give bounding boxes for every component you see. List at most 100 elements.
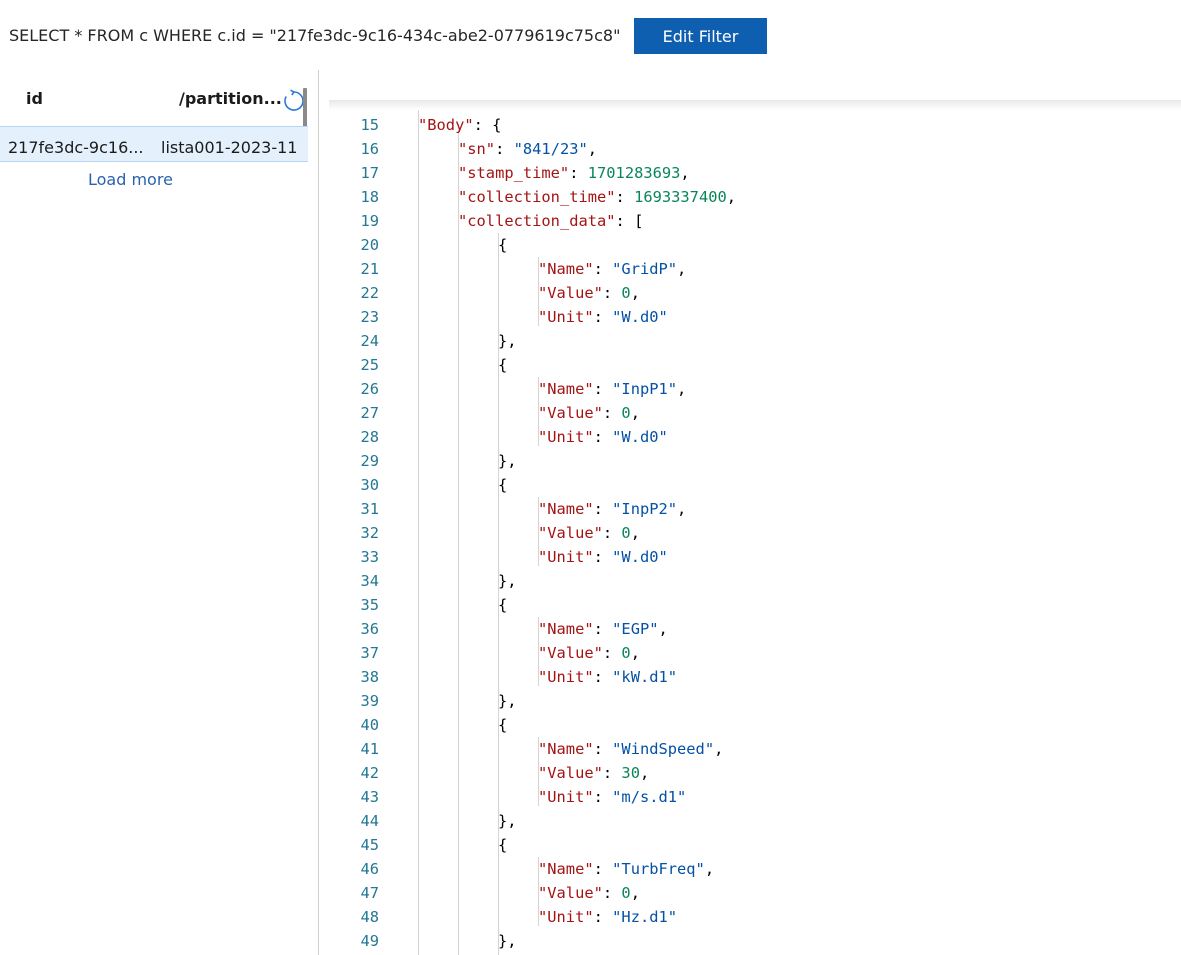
line-number: 17 — [360, 164, 379, 182]
code-text: "stamp_time": 1701283693, — [458, 161, 690, 185]
code-line: 44}, — [329, 809, 1181, 833]
code-line: 43"Unit": "m/s.d1" — [329, 785, 1181, 809]
code-text: "Value": 0, — [538, 521, 640, 545]
line-number: 33 — [360, 548, 379, 566]
code-token: "Value" — [538, 644, 603, 662]
code-line: 22"Value": 0, — [329, 281, 1181, 305]
indent-guide — [498, 233, 499, 955]
code-token: "Value" — [538, 764, 603, 782]
code-token: "m/s.d1" — [612, 788, 687, 806]
code-token: : — [593, 260, 613, 278]
json-editor[interactable]: 14"iothub-name": "iothub-assetinsight-de… — [329, 100, 1181, 955]
code-token: , — [677, 500, 687, 518]
list-scrollbar[interactable] — [303, 88, 307, 136]
code-token: : — [602, 884, 622, 902]
line-number: 24 — [360, 332, 379, 350]
code-token: : — [593, 380, 613, 398]
code-line: 42"Value": 30, — [329, 761, 1181, 785]
line-number: 23 — [360, 308, 379, 326]
code-line: 41"Name": "WindSpeed", — [329, 737, 1181, 761]
code-token: { — [498, 236, 508, 254]
edit-filter-button[interactable]: Edit Filter — [634, 18, 767, 54]
line-number: 44 — [360, 812, 379, 830]
code-text: "Value": 30, — [538, 761, 649, 785]
refresh-icon[interactable] — [282, 89, 306, 113]
line-number: 47 — [360, 884, 379, 902]
editor-top-shadow — [329, 100, 1181, 110]
code-token: "GridP" — [612, 260, 678, 278]
code-text: { — [498, 593, 507, 617]
code-text: }, — [498, 929, 517, 953]
code-line: 20{ — [329, 233, 1181, 257]
code-token: , — [639, 764, 650, 782]
row-partition-cell: lista001-2023-11 — [161, 138, 298, 157]
code-token: : — [602, 404, 622, 422]
indent-guide — [538, 857, 539, 926]
code-text: "collection_data": [ — [458, 209, 643, 233]
code-text: "Unit": "W.d0" — [538, 545, 668, 569]
indent-guide — [538, 617, 539, 686]
indent-guide — [538, 377, 539, 446]
code-text: "Name": "GridP", — [538, 257, 686, 281]
code-text: "Name": "WindSpeed", — [538, 737, 723, 761]
code-token: 0 — [621, 644, 631, 662]
code-text: "Value": 0, — [538, 281, 640, 305]
code-line: 34}, — [329, 569, 1181, 593]
code-token: "Name" — [538, 380, 594, 398]
code-text: "Unit": "kW.d1" — [538, 665, 677, 689]
code-token: : — [593, 908, 613, 926]
code-token: , — [630, 284, 640, 302]
code-token: "collection_time" — [458, 188, 616, 206]
code-text: { — [498, 353, 507, 377]
code-text: "Value": 0, — [538, 881, 640, 905]
line-number: 19 — [360, 212, 379, 230]
line-number: 21 — [360, 260, 379, 278]
code-token: "Unit" — [538, 548, 594, 566]
code-token: : — [593, 620, 613, 638]
line-number: 15 — [360, 116, 379, 134]
code-text: "Unit": "W.d0" — [538, 425, 668, 449]
code-text: "Unit": "Hz.d1" — [538, 905, 677, 929]
line-number: 36 — [360, 620, 379, 638]
code-token: : — [593, 860, 613, 878]
code-token: "sn" — [458, 140, 496, 158]
indent-guide — [418, 100, 419, 955]
pane-divider[interactable] — [318, 70, 319, 955]
table-row[interactable]: 217fe3dc-9c16... lista001-2023-11 — [0, 126, 308, 162]
indent-guide — [538, 257, 539, 326]
code-line: 30{ — [329, 473, 1181, 497]
code-token: : [ — [615, 212, 644, 230]
code-line: 18"collection_time": 1693337400, — [329, 185, 1181, 209]
code-line: 38"Unit": "kW.d1" — [329, 665, 1181, 689]
code-text: }, — [498, 809, 517, 833]
code-token: : — [593, 788, 613, 806]
documents-list: id /partition... 217fe3dc-9c16... lista0… — [0, 70, 318, 955]
code-text: "Unit": "W.d0" — [538, 305, 668, 329]
code-text: "Name": "InpP1", — [538, 377, 686, 401]
code-token: , — [630, 404, 640, 422]
code-line: 39}, — [329, 689, 1181, 713]
code-token: "Value" — [538, 524, 603, 542]
code-token: , — [630, 524, 640, 542]
line-number: 34 — [360, 572, 379, 590]
line-number: 18 — [360, 188, 379, 206]
code-token: "Name" — [538, 260, 594, 278]
code-token: "Value" — [538, 884, 603, 902]
line-number: 48 — [360, 908, 379, 926]
code-token: : — [593, 428, 613, 446]
load-more-link[interactable]: Load more — [88, 170, 173, 189]
code-token: 0 — [621, 884, 631, 902]
code-token: "stamp_time" — [458, 164, 570, 182]
code-text: "Name": "InpP2", — [538, 497, 686, 521]
column-header-partition[interactable]: /partition... — [179, 89, 282, 108]
code-token: "kW.d1" — [612, 668, 678, 686]
column-header-id[interactable]: id — [26, 89, 43, 108]
code-text: "Body": { — [418, 113, 501, 137]
code-token: , — [630, 884, 640, 902]
code-text: "Name": "TurbFreq", — [538, 857, 714, 881]
line-number: 43 — [360, 788, 379, 806]
code-token: : — [593, 308, 613, 326]
query-text: SELECT * FROM c WHERE c.id = "217fe3dc-9… — [9, 26, 621, 45]
code-line: 46"Name": "TurbFreq", — [329, 857, 1181, 881]
code-token: "InpP1" — [612, 380, 678, 398]
